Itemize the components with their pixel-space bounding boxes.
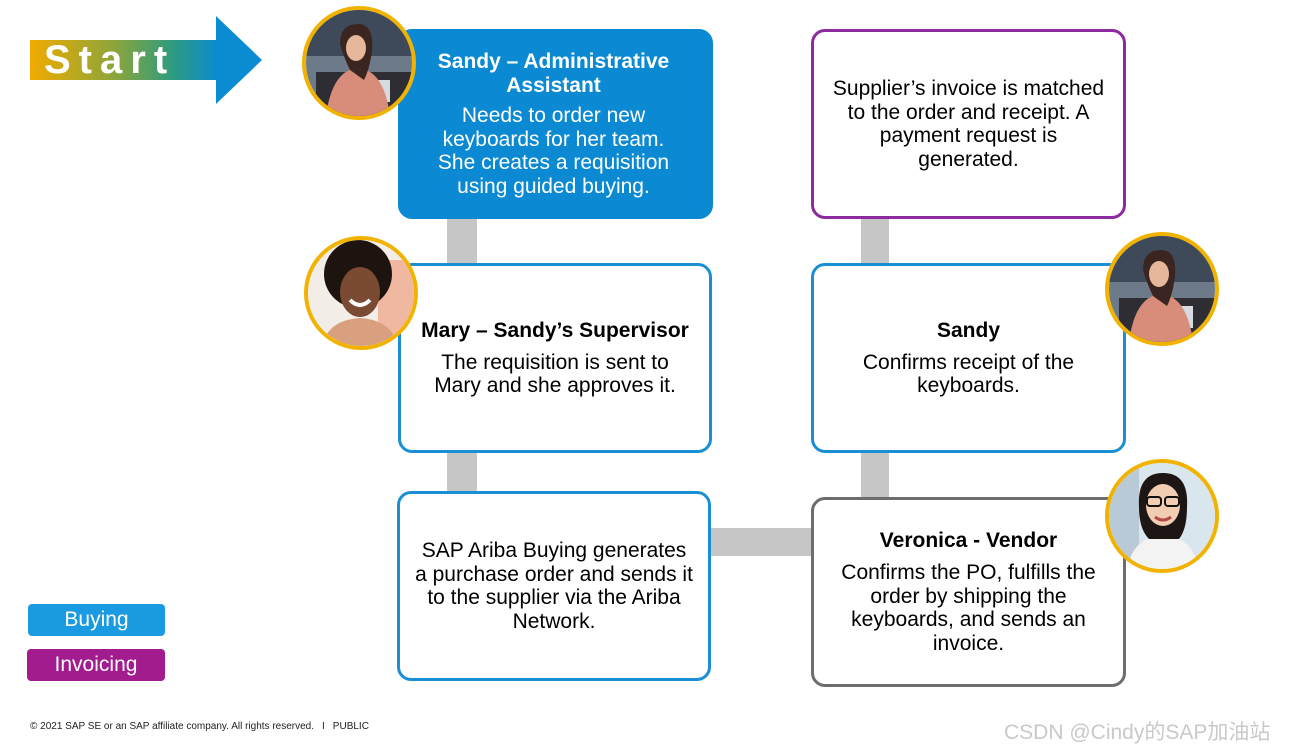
legend-invoicing: Invoicing [27, 649, 165, 681]
step-title: Sandy – Administrative Assistant [437, 50, 670, 97]
mary-avatar [304, 236, 418, 350]
step-body: Confirms the PO, fulfills the order by s… [841, 561, 1096, 655]
step-body: SAP Ariba Buying generates a purchase or… [415, 539, 693, 633]
footer-copyright: © 2021 SAP SE or an SAP affiliate compan… [30, 721, 315, 732]
sandy-avatar [302, 6, 416, 120]
veronica-avatar [1105, 459, 1219, 573]
legend-buying: Buying [28, 604, 165, 636]
step-title: Mary – Sandy’s Supervisor [421, 318, 689, 342]
step-body: The requisition is sent to Mary and she … [434, 350, 676, 398]
step-ariba-purchase-order: SAP Ariba Buying generates a purchase or… [397, 491, 711, 681]
footer-separator: I [322, 721, 325, 732]
connector-mary-ariba [447, 450, 477, 494]
step-title: Sandy [936, 318, 1001, 342]
step-sandy-requisition: Sandy – Administrative Assistant Needs t… [398, 29, 713, 219]
step-sandy-receipt: Sandy Confirms receipt of the keyboards. [811, 263, 1126, 453]
watermark: CSDN @Cindy的SAP加油站 [1004, 721, 1271, 744]
step-body: Supplier’s invoice is matched to the ord… [832, 77, 1105, 171]
step-veronica-vendor: Veronica - Vendor Confirms the PO, fulfi… [811, 497, 1126, 687]
connector-ariba-veronica [708, 528, 814, 556]
step-invoice-matching: Supplier’s invoice is matched to the ord… [811, 29, 1126, 219]
start-arrow [30, 16, 262, 104]
connector-sandy-mary [447, 216, 477, 266]
connector-veronica-receipt [861, 450, 889, 500]
step-body: Needs to order new keyboards for her tea… [437, 104, 670, 198]
step-body: Confirms receipt of the keyboards. [862, 350, 1075, 398]
step-title: Veronica - Vendor [879, 529, 1058, 552]
footer-classification: PUBLIC [332, 721, 369, 732]
sandy-receipt-avatar [1105, 232, 1219, 346]
footer: © 2021 SAP SE or an SAP affiliate compan… [30, 721, 369, 732]
connector-receipt-invoice [861, 216, 889, 266]
step-mary-approval: Mary – Sandy’s Supervisor The requisitio… [398, 263, 712, 453]
start-label: Start [44, 38, 176, 82]
